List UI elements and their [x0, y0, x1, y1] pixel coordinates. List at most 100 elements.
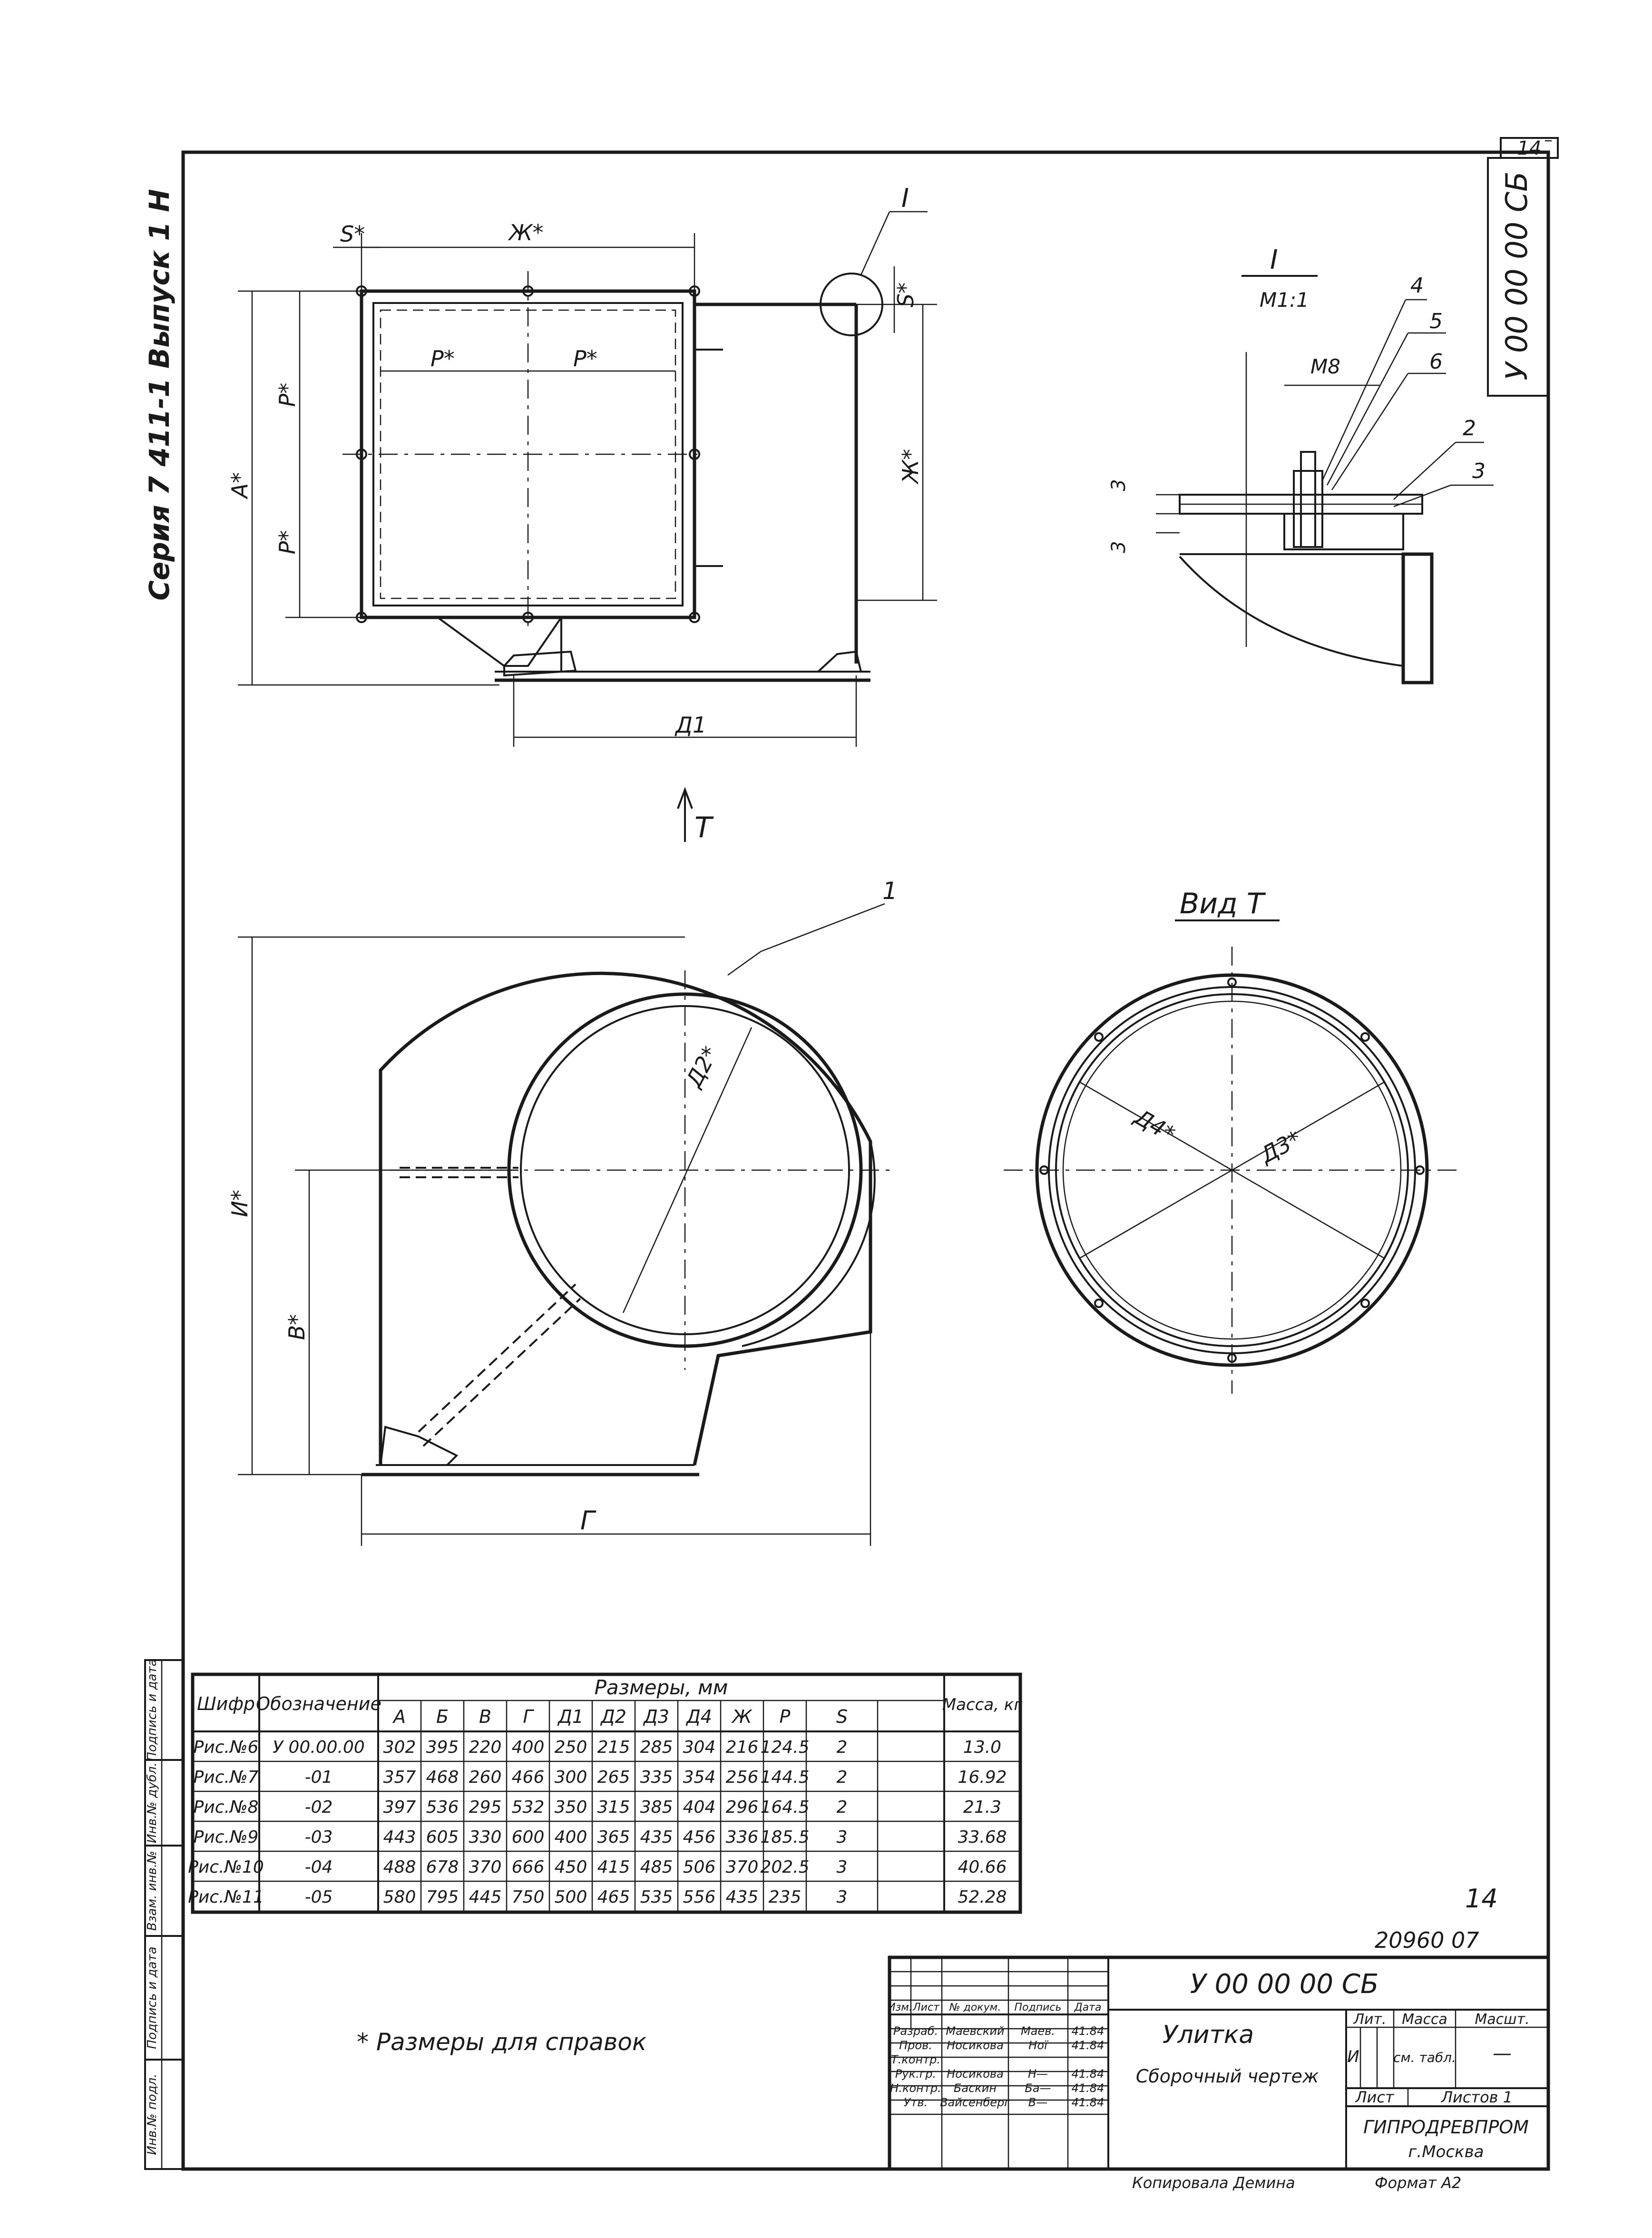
- table-cell: 666: [512, 1857, 545, 1877]
- label-p-star-2: Р*: [573, 346, 597, 371]
- tb-staff-cell: Ної: [1028, 2039, 1049, 2052]
- table-cell: 335: [640, 1768, 673, 1787]
- table-cell: -01: [305, 1768, 333, 1787]
- table-cell: 250: [555, 1738, 587, 1757]
- detail-title: I: [1270, 244, 1278, 275]
- table-cell: 750: [512, 1887, 545, 1907]
- table-cell: 400: [555, 1828, 587, 1847]
- table-cell: 354: [683, 1768, 716, 1787]
- detail-leader-6: 6: [1429, 350, 1443, 374]
- table-cell: 202.5: [760, 1857, 809, 1877]
- table-cell: 336: [726, 1828, 759, 1847]
- label-p-star-3: Р*: [274, 383, 300, 407]
- table-cell: 506: [683, 1857, 716, 1877]
- view-t-title: Вид Т: [1180, 887, 1266, 920]
- top-view: [238, 211, 937, 747]
- label-d1: Д1: [674, 712, 706, 738]
- dimensions-table: [191, 1672, 1022, 1914]
- table-cell: 395: [426, 1738, 459, 1757]
- detail-leader-5: 5: [1429, 309, 1443, 333]
- table-cell: 468: [426, 1768, 459, 1787]
- col-v: В: [479, 1706, 491, 1727]
- table-cell: 304: [683, 1738, 716, 1757]
- label-zh-star-side: Ж*: [898, 449, 923, 485]
- table-cell: 443: [383, 1828, 416, 1847]
- tb-copied-by: Копировала Демина: [1132, 2174, 1295, 2192]
- tb-city: г.Москва: [1408, 2142, 1484, 2161]
- table-cell: 21.3: [963, 1798, 1001, 1817]
- table-cell: 397: [383, 1798, 416, 1817]
- table-cell: 465: [597, 1887, 630, 1907]
- table-cell: 500: [555, 1887, 587, 1907]
- table-cell: 315: [597, 1798, 630, 1817]
- table-cell: 536: [426, 1798, 459, 1817]
- table-cell: 3: [837, 1828, 848, 1847]
- tb-staff-cell: 41.84: [1072, 2039, 1105, 2052]
- label-i-star: И*: [227, 1190, 253, 1217]
- col-a: А: [392, 1706, 406, 1727]
- page-number: 14: [1517, 137, 1542, 159]
- table-cell: 532: [512, 1798, 545, 1817]
- label-p-star-1: Р*: [430, 346, 455, 371]
- tb-format: Формат А2: [1375, 2174, 1461, 2192]
- table-cell: 296: [726, 1798, 759, 1817]
- table-cell: 435: [726, 1887, 759, 1907]
- footnote: * Размеры для справок: [357, 2028, 646, 2056]
- table-cell: 400: [512, 1738, 545, 1757]
- leader-1: 1: [882, 877, 898, 905]
- strip-cell-5: Подпись и дата: [145, 1659, 159, 1761]
- col-d3: Д3: [643, 1706, 669, 1727]
- tb-staff-cell: 41.84: [1072, 2067, 1105, 2081]
- col-massa: Масса, кг: [942, 1695, 1023, 1714]
- tb-lit-value: И: [1347, 2047, 1359, 2066]
- strip-cell-1: Инв.№ подл.: [145, 2073, 159, 2155]
- col-g: Г: [523, 1706, 534, 1727]
- col-d1: Д1: [557, 1706, 584, 1727]
- table-cell: 33.68: [958, 1828, 1007, 1847]
- detail-leader-2: 2: [1463, 416, 1476, 440]
- table-cell: Рис.№11: [188, 1887, 264, 1907]
- table-cell: 370: [726, 1857, 759, 1877]
- detail-leader-4: 4: [1410, 274, 1424, 298]
- tb-h-dokum: № докум.: [949, 2002, 1001, 2013]
- tb-mass-value: см. табл.: [1393, 2050, 1456, 2065]
- tb-staff-cell: Пров.: [899, 2039, 932, 2052]
- tb-staff-cell: Маев.: [1021, 2024, 1055, 2038]
- col-s: S: [836, 1706, 848, 1727]
- tb-org: ГИПРОДРЕВПРОМ: [1363, 2117, 1529, 2138]
- table-cell: 2: [837, 1768, 848, 1787]
- table-cell: 357: [383, 1768, 416, 1787]
- table-cell: 466: [512, 1768, 545, 1787]
- col-shifr: Шифр: [197, 1693, 255, 1714]
- table-cell: 2: [837, 1798, 848, 1817]
- table-cell: Рис.№10: [188, 1857, 264, 1877]
- doc-code-vertical: У 00 00 00 СБ: [1499, 171, 1534, 380]
- table-cell: 124.5: [760, 1738, 809, 1757]
- detail-bolt: М8: [1310, 355, 1340, 378]
- page-mark: 14: [1465, 1884, 1498, 1914]
- table-cell: 3: [837, 1887, 848, 1907]
- tb-sheets-label: Листов 1: [1441, 2088, 1513, 2106]
- table-cell: 285: [640, 1738, 673, 1757]
- tb-staff-cell: Носикова: [947, 2039, 1004, 2052]
- table-cell: 556: [683, 1887, 716, 1907]
- detail-i: [1156, 275, 1494, 684]
- table-cell: 404: [683, 1798, 716, 1817]
- table-cell: 456: [683, 1828, 716, 1847]
- table-cell: 365: [597, 1828, 630, 1847]
- tb-staff-cell: 41.84: [1072, 2096, 1105, 2109]
- table-cell: 795: [426, 1887, 459, 1907]
- tb-staff-cell: Н.контр.: [890, 2082, 941, 2095]
- tb-staff-cell: 41.84: [1072, 2024, 1105, 2038]
- label-s-star: S*: [340, 221, 365, 247]
- table-cell: 488: [383, 1857, 416, 1877]
- col-oboznachenie: Обозначение: [256, 1693, 381, 1714]
- table-cell: 415: [597, 1857, 630, 1877]
- table-cell: 216: [726, 1738, 759, 1757]
- tb-staff-cell: Разраб.: [893, 2024, 938, 2038]
- tb-doc-type: Сборочный чертеж: [1136, 2066, 1319, 2087]
- table-cell: 265: [597, 1768, 630, 1787]
- sheet-frame: [181, 150, 1550, 2171]
- col-d2: Д2: [600, 1706, 626, 1727]
